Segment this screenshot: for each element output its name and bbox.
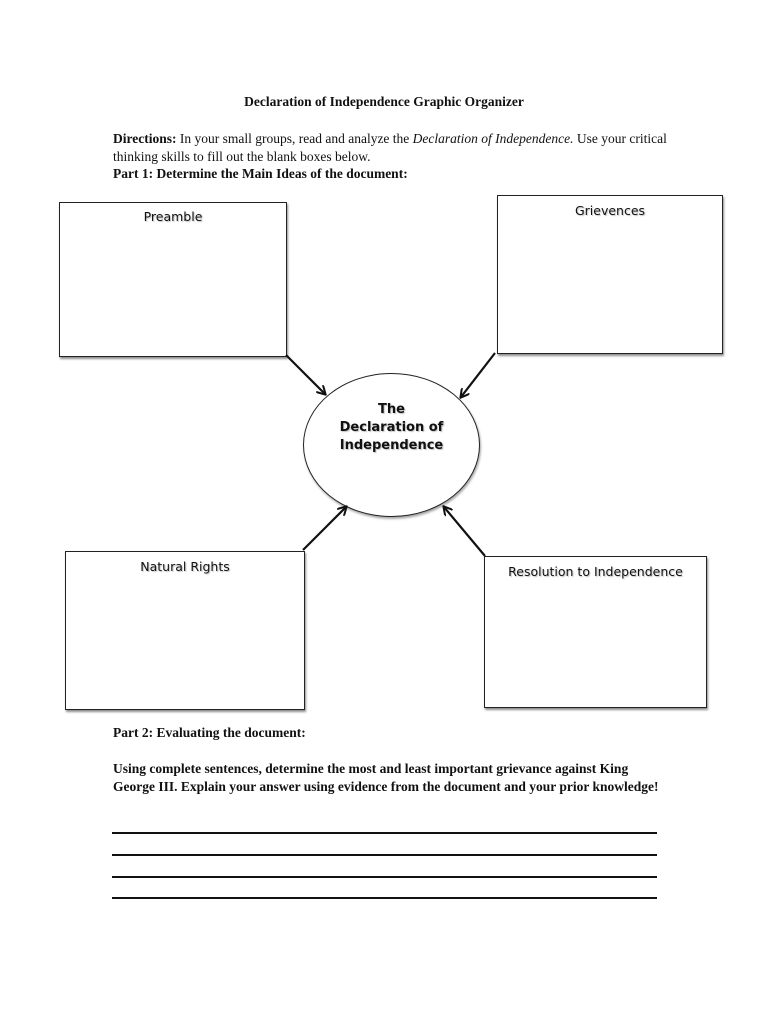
center-ellipse bbox=[303, 373, 480, 517]
answer-line-4[interactable] bbox=[112, 897, 657, 899]
part1-heading: Part 1: Determine the Main Ideas of the … bbox=[113, 166, 408, 181]
answer-line-1[interactable] bbox=[112, 832, 657, 834]
center-label: The Declaration of Independence bbox=[303, 401, 480, 455]
center-label-line-1: The bbox=[378, 402, 405, 417]
resolution-label: Resolution to Independence bbox=[508, 564, 683, 579]
directions-paragraph: Directions: In your small groups, read a… bbox=[113, 130, 673, 166]
center-label-line-2: Declaration of bbox=[339, 420, 444, 435]
center-label-line-3: Independence bbox=[339, 438, 444, 453]
preamble-label: Preamble bbox=[143, 209, 203, 224]
resolution-box[interactable]: Resolution to Independence bbox=[484, 556, 707, 708]
part2-heading: Part 2: Evaluating the document: bbox=[113, 725, 306, 740]
directions-label: Directions: bbox=[113, 131, 177, 146]
directions-text-before: In your small groups, read and analyze t… bbox=[176, 131, 413, 146]
natural-rights-label: Natural Rights bbox=[140, 559, 230, 574]
directions-text-after: Use your critical thinking skills to fil… bbox=[113, 131, 667, 164]
arrow-resolution-to-center bbox=[444, 507, 486, 557]
part2-question: Using complete sentences, determine the … bbox=[113, 761, 659, 794]
preamble-box[interactable]: Preamble bbox=[59, 202, 287, 357]
arrow-natural-rights-to-center bbox=[302, 507, 346, 551]
directions-document-name: Declaration of Independence. bbox=[412, 131, 574, 146]
arrow-preamble-to-center bbox=[285, 354, 325, 394]
natural-rights-box[interactable]: Natural Rights bbox=[65, 551, 305, 710]
arrow-grievences-to-center bbox=[461, 352, 496, 397]
answer-line-2[interactable] bbox=[112, 854, 657, 856]
grievences-box[interactable]: Grievences bbox=[497, 195, 723, 354]
answer-line-3[interactable] bbox=[112, 876, 657, 878]
grievences-label: Grievences bbox=[574, 203, 646, 218]
page-title: Declaration of Independence Graphic Orga… bbox=[244, 94, 524, 109]
